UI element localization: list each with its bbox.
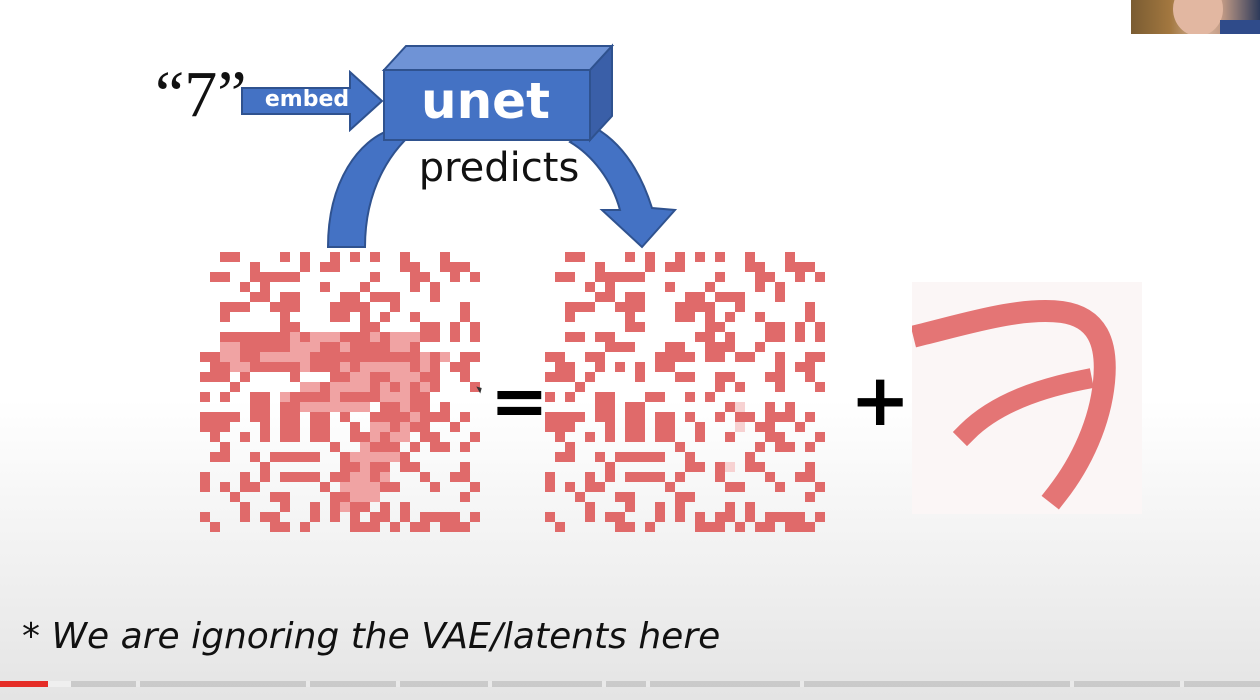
curved-arrow-icon bbox=[326, 120, 678, 249]
noise-image bbox=[545, 252, 825, 532]
webcam-video-icon bbox=[1131, 0, 1260, 34]
unet-label: unet bbox=[420, 72, 550, 130]
predicts-label: predicts bbox=[418, 145, 580, 191]
prompt-text: “7” bbox=[155, 58, 247, 131]
played-bar bbox=[0, 681, 48, 687]
embed-label: embed bbox=[264, 87, 350, 112]
buffered-bar bbox=[47, 681, 71, 687]
video-progress-bar[interactable] bbox=[0, 681, 1260, 687]
digit-seven-icon bbox=[910, 300, 1116, 510]
unet-box bbox=[381, 43, 615, 143]
footnote: * We are ignoring the VAE/latents here bbox=[22, 616, 721, 657]
equals-sign: = bbox=[490, 360, 549, 442]
embed-arrow-icon bbox=[241, 70, 384, 132]
clean-digit-image bbox=[910, 282, 1142, 514]
noisy-digit-image bbox=[200, 252, 480, 532]
plus-sign: + bbox=[850, 358, 911, 442]
